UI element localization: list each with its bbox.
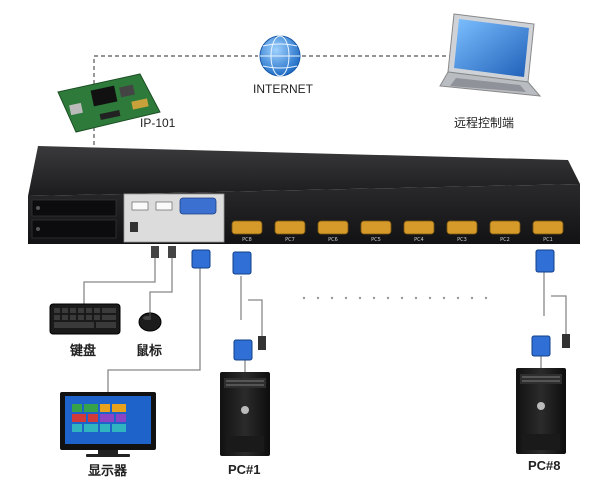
ip-module-label: IP-101 xyxy=(140,116,176,130)
port-label: PC2 xyxy=(500,237,510,243)
cables xyxy=(83,252,567,392)
vga-port xyxy=(403,220,435,235)
vga-port xyxy=(231,220,263,235)
port-label-row: PC8 PC7 PC6 PC5 PC4 PC3 PC2 PC1 xyxy=(242,237,553,243)
keyboard-icon xyxy=(49,303,121,335)
pc1-label: PC#1 xyxy=(228,462,261,477)
kvm-switch-chassis xyxy=(28,146,580,244)
mouse-icon xyxy=(138,312,162,332)
vga-port xyxy=(446,220,478,235)
port-label: PC6 xyxy=(328,237,338,243)
globe-icon xyxy=(259,35,301,77)
vga-connector-icon xyxy=(191,249,555,361)
display-label: 显示器 xyxy=(88,463,128,478)
vga-port-row xyxy=(231,220,564,235)
vga-port xyxy=(489,220,521,235)
ip-module-board xyxy=(57,73,161,133)
vga-port xyxy=(317,220,349,235)
vga-port xyxy=(360,220,392,235)
port-label: PC7 xyxy=(285,237,295,243)
remote-terminal-label: 远程控制端 xyxy=(454,116,515,130)
port-label: PC3 xyxy=(457,237,467,243)
usb-plug-icon xyxy=(151,246,570,350)
pc-tower-icon xyxy=(516,368,566,454)
pc-tower-icon xyxy=(220,372,270,456)
pc8-label: PC#8 xyxy=(528,458,561,473)
internet-label: INTERNET xyxy=(253,82,313,96)
ellipsis-dots xyxy=(302,296,488,300)
mouse-label: 鼠标 xyxy=(136,343,163,358)
port-label: PC5 xyxy=(371,237,381,243)
laptop-icon xyxy=(439,13,542,97)
monitor-icon xyxy=(60,392,156,457)
port-label: PC4 xyxy=(414,237,424,243)
vga-port xyxy=(274,220,306,235)
port-label: PC1 xyxy=(543,237,553,243)
vga-port xyxy=(532,220,564,235)
port-label: PC8 xyxy=(242,237,252,243)
keyboard-label: 键盘 xyxy=(70,343,97,358)
network-link xyxy=(93,55,460,150)
